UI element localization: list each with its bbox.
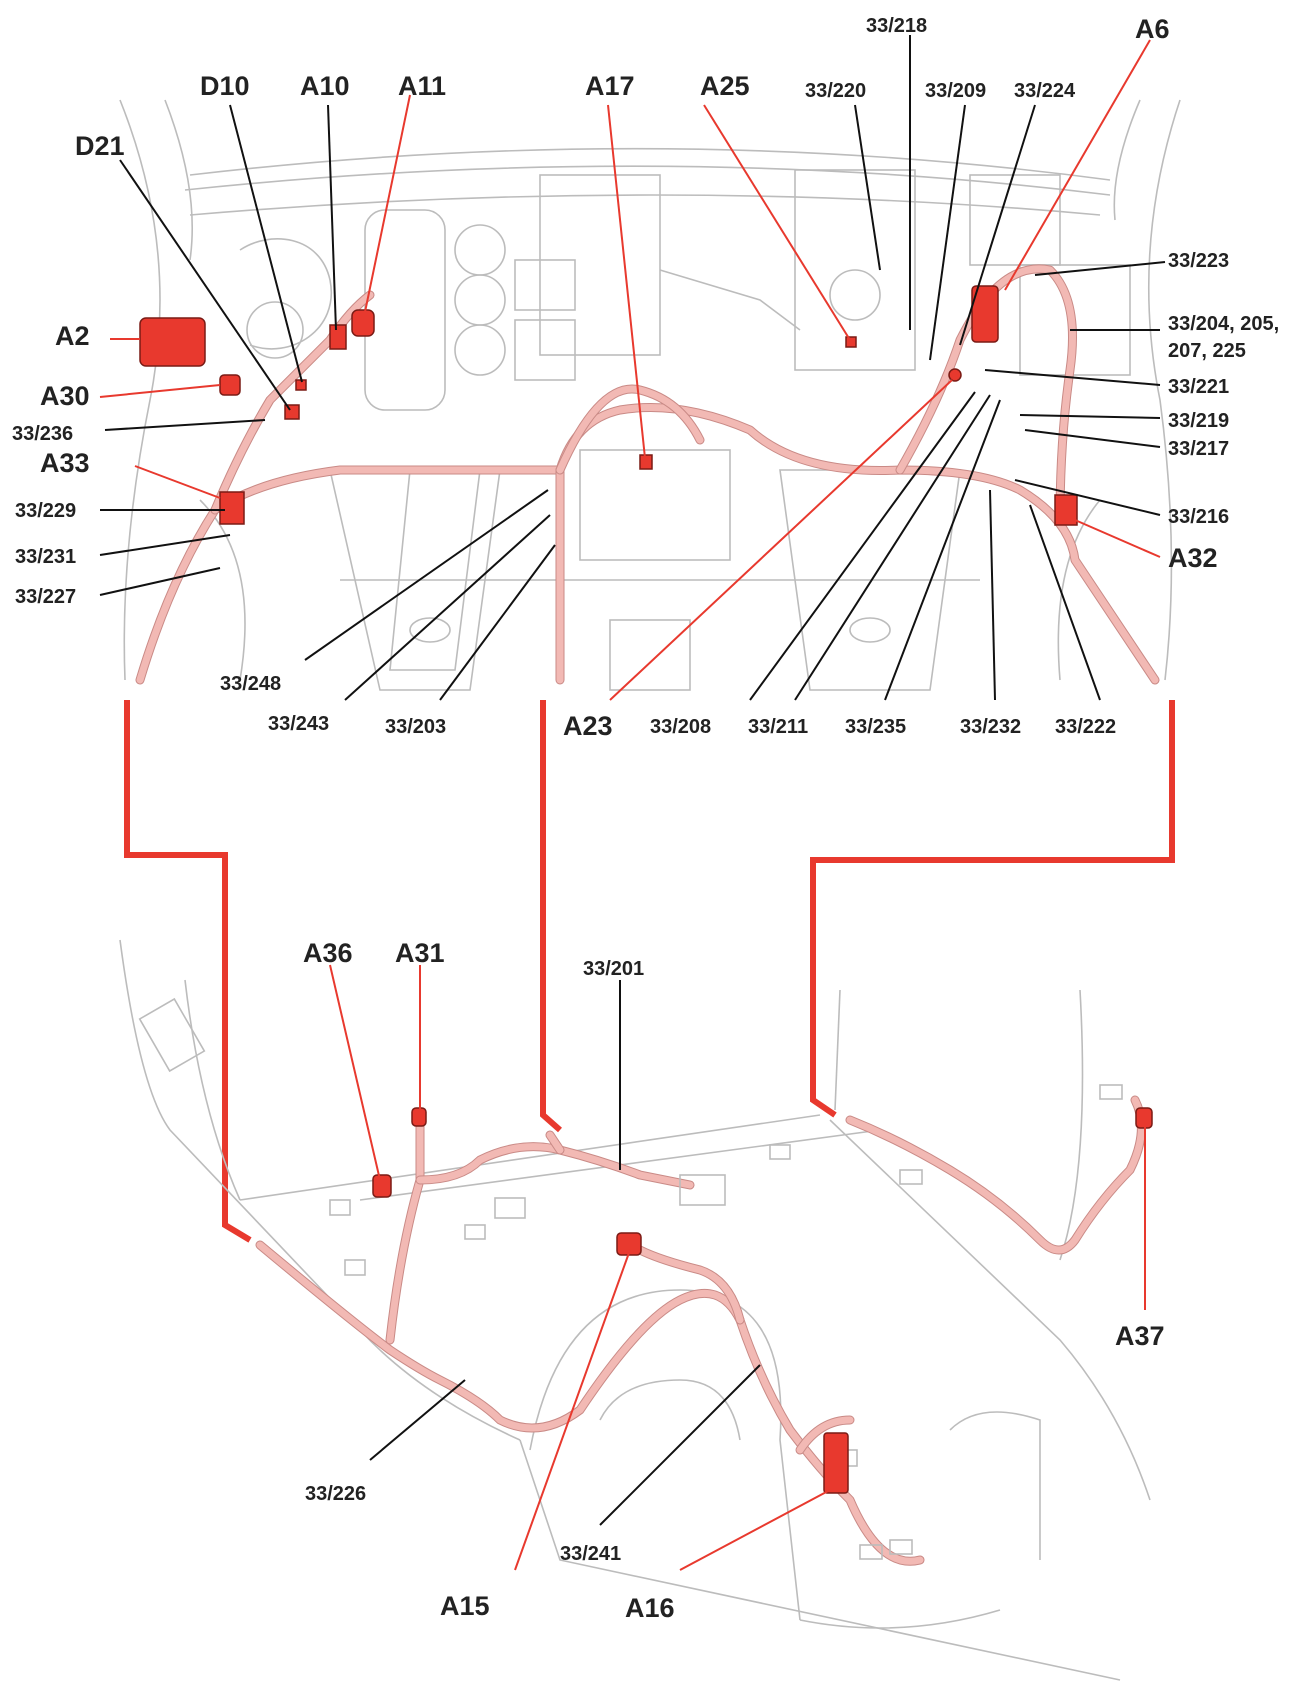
label-a10: A10 [300,71,350,101]
label-a2: A2 [55,321,90,351]
connector-a30 [219,374,241,396]
label-a36: A36 [303,938,353,968]
label-w227: 33/227 [15,586,76,608]
label-d10: D10 [200,71,250,101]
label-w222: 33/222 [1055,716,1116,738]
label-a15: A15 [440,1591,490,1621]
label-w235: 33/235 [845,716,906,738]
label-w204: 33/204, 205, [1168,313,1279,335]
dashboard-harness [135,264,1160,685]
floor-connectors [372,1107,1153,1494]
label-a31: A31 [395,938,445,968]
label-w203: 33/203 [385,716,446,738]
label-w218: 33/218 [866,15,927,37]
floor-harness [255,1095,1146,1566]
connector-a31 [411,1107,427,1127]
leader-lines [99,35,1166,1571]
connector-a16 [823,1432,849,1494]
label-w220: 33/220 [805,80,866,102]
label-a30: A30 [40,381,90,411]
label-a32: A32 [1168,543,1218,573]
connector-a25 [845,336,857,348]
dashboard-connectors [139,285,1078,526]
connector-a2 [139,317,206,367]
label-w236: 33/236 [12,423,73,445]
connector-a10 [329,324,347,350]
label-a11: A11 [398,71,446,101]
connector-a32 [1054,494,1078,526]
label-a16: A16 [625,1593,675,1623]
label-d21: D21 [75,131,125,161]
labels: D10 A10 A11 D21 A2 A30 33/236 A33 33/229… [12,14,1279,1623]
label-w209: 33/209 [925,80,986,102]
label-w221: 33/221 [1168,376,1229,398]
label-w217: 33/217 [1168,438,1229,460]
label-a17: A17 [585,71,635,101]
label-w223: 33/223 [1168,250,1229,272]
label-w243: 33/243 [268,713,329,735]
floor-outline [119,939,1151,1681]
connector-a33 [219,491,245,525]
label-w229: 33/229 [15,500,76,522]
label-w226: 33/226 [305,1483,366,1505]
dashboard-outline [119,99,1181,691]
label-w219: 33/219 [1168,410,1229,432]
connector-a17 [639,454,653,470]
connector-a36 [372,1174,392,1198]
label-a23: A23 [563,711,613,741]
label-w211: 33/211 [748,716,808,738]
connector-a6 [971,285,999,343]
label-w201: 33/201 [583,958,644,980]
label-w241: 33/241 [560,1543,621,1565]
label-w231: 33/231 [15,546,76,568]
label-w224: 33/224 [1014,80,1076,102]
floor-plugs [329,1084,1123,1560]
harness-routing-links [124,700,1175,1243]
label-w204b: 207, 225 [1168,340,1246,362]
label-w248: 33/248 [220,673,281,695]
connector-a11 [351,309,375,337]
label-w216: 33/216 [1168,506,1229,528]
label-a25: A25 [700,71,750,101]
label-w208: 33/208 [650,716,711,738]
label-a33: A33 [40,448,90,478]
connector-a23 [948,368,962,382]
label-a6: A6 [1135,14,1170,44]
label-a37: A37 [1115,1321,1165,1351]
label-w232: 33/232 [960,716,1021,738]
